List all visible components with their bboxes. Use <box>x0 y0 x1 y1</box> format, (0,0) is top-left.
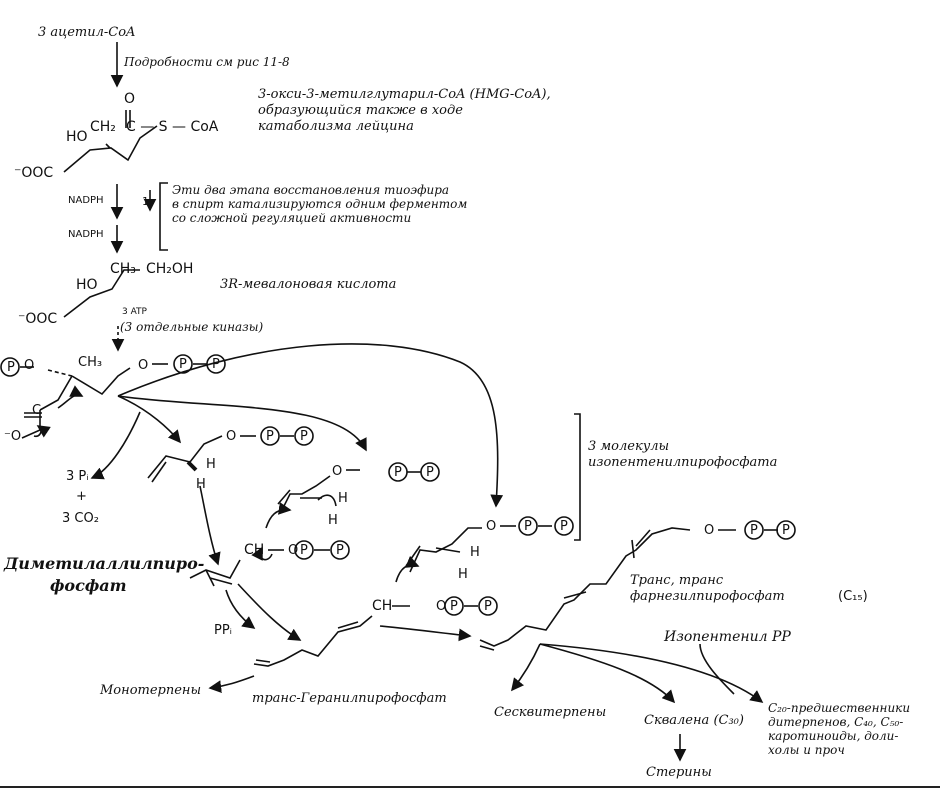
svg-text:O: O <box>288 543 298 558</box>
step-number: 1 <box>142 195 149 208</box>
mevalonate-skeleton <box>63 269 140 318</box>
svg-text:P: P <box>179 357 187 372</box>
hmg-ch2: CH₂ <box>90 119 116 135</box>
arrow-ipp-pp <box>699 643 735 695</box>
dmapp-name-line2: фосфат <box>50 576 127 595</box>
reduction-note-line3: со сложной регуляцией активности <box>172 211 412 225</box>
farnesyl-carbon-count: (C₁₅) <box>838 589 868 604</box>
hmg-ho: HO <box>66 129 88 145</box>
svg-text:O: O <box>332 464 342 479</box>
svg-text:O: O <box>436 599 446 614</box>
hmg-thioester: C — S — CoA <box>126 119 219 135</box>
atp-label: 3 ATP <box>122 307 147 317</box>
arrow-to-ipp-3 <box>117 343 504 508</box>
kinases-label: (3 отдельные киназы) <box>120 320 264 334</box>
ipp-name-label: изопентенилпирофосфата <box>588 455 778 470</box>
intermediate-carbon: C <box>32 403 42 418</box>
sterols-label: Стерины <box>646 765 712 780</box>
svg-text:P: P <box>300 543 308 558</box>
ipp3-hydrogen-a: H <box>470 545 480 560</box>
c20-precursors-line4: холы и проч <box>768 743 845 757</box>
geranyl-pp-label: транс-Геранилпирофосфат <box>252 691 447 706</box>
bottom-rule <box>0 786 940 788</box>
mevalonate-name: 3R-мевалоновая кислота <box>220 277 397 292</box>
ipp1-hydrogen-b: H <box>196 477 206 492</box>
dmapp-name-line1: Диметилаллилпиро- <box>4 554 205 573</box>
nadph-label-1: NADPH <box>68 195 104 206</box>
svg-text:P: P <box>336 543 344 558</box>
svg-text:O: O <box>704 523 714 538</box>
ipp3-hydrogen-b: H <box>458 567 468 582</box>
hmg-caption-line2: образующийся также в ходе <box>258 103 463 118</box>
c20-precursors-line1: C₂₀-предшественники <box>768 701 911 715</box>
ipp2-hydrogen-b: H <box>328 513 338 528</box>
arrow-to-pi <box>90 411 141 480</box>
farnesyl-name-line1: Транс, транс <box>630 573 724 588</box>
farnesyl-name-line2: фарнезилпирофосфат <box>630 589 785 604</box>
mevalonate-ho: HO <box>76 277 98 293</box>
hmg-caption-line1: 3-окси-3-метилглутарил-CoA (HMG-CoA), <box>258 87 551 102</box>
mevalonate-ch2oh: CH₂OH <box>146 261 194 277</box>
mevalonate-ch3: CH₃ <box>110 261 136 277</box>
svg-text:P: P <box>212 357 220 372</box>
arrow-to-monoterpenes <box>208 675 255 693</box>
ipp-count-label: 3 молекулы <box>588 439 670 454</box>
svg-text:P: P <box>524 519 532 534</box>
mevalonate-carboxylate: ⁻OOC <box>18 311 58 327</box>
svg-text:P: P <box>426 465 434 480</box>
svg-text:O: O <box>138 358 148 373</box>
intermediate-ch3: CH₃ <box>78 355 103 370</box>
arrow-to-ppi <box>225 589 256 629</box>
arrow-geranyl-to-farnesyl <box>379 625 472 642</box>
hmg-skeleton <box>63 125 158 173</box>
svg-text:P: P <box>782 523 790 538</box>
acetyl-coa-label: 3 ацетил-CoA <box>38 25 136 40</box>
dmapp-ch: CH <box>244 542 265 558</box>
squalene-label: Скваленa (C₃₀) <box>644 713 744 728</box>
svg-text:O: O <box>486 519 496 534</box>
ipp2-hydrogen-a: H <box>338 491 348 506</box>
arrow-to-dmapp <box>199 485 221 566</box>
svg-text:P: P <box>560 519 568 534</box>
ppi-label: PPᵢ <box>214 623 233 638</box>
intermediate-o-minus: ⁻O <box>4 429 22 444</box>
sesquiterpenes-label: Сесквитерпены <box>494 705 607 720</box>
hmg-caption-line3: катаболизма лейцина <box>258 119 414 134</box>
svg-text:P: P <box>750 523 758 538</box>
arrow-to-geranyl <box>237 583 302 641</box>
svg-text:P: P <box>7 360 15 375</box>
ipp1-hydrogen-a: H <box>206 457 216 472</box>
intermediate-oxygen: O <box>24 358 35 373</box>
monoterpenes-label: Монотерпены <box>100 683 202 698</box>
phosphate-byproduct: 3 Pᵢ <box>66 469 89 484</box>
reduction-note-line2: в спирт катализируются одним ферментом <box>172 197 468 211</box>
svg-text:O: O <box>226 429 236 444</box>
plus-sign: + <box>76 489 87 504</box>
arrow-to-ipp-2 <box>117 395 367 452</box>
hmg-oxo: O <box>124 91 136 107</box>
svg-text:P: P <box>450 599 458 614</box>
arrow-to-squalene <box>539 643 676 704</box>
svg-text:P: P <box>484 599 492 614</box>
c20-precursors-line2: дитерпенов, C₄₀, C₅₀- <box>768 715 904 729</box>
reduction-note-line1: Эти два этапа восстановления тиоэфира <box>172 183 450 197</box>
c20-precursors-line3: каротиноиды, доли- <box>768 729 899 743</box>
co2-byproduct: 3 CO₂ <box>62 511 99 526</box>
arrow-to-c20 <box>539 643 764 703</box>
arrow-to-ipp-1 <box>117 395 182 444</box>
ipp-pp-label: Изопентенил PP <box>664 629 791 645</box>
arrow-to-sesquiterpenes <box>511 643 541 692</box>
bracket-reduction <box>159 182 168 251</box>
geranyl-ch: CH <box>372 598 393 614</box>
details-reference: Подробности см рис 11-8 <box>124 55 290 69</box>
nadph-label-2: NADPH <box>68 229 104 240</box>
svg-text:P: P <box>266 429 274 444</box>
hmg-carboxylate: ⁻OOC <box>14 165 54 181</box>
svg-text:P: P <box>394 465 402 480</box>
svg-text:P: P <box>300 429 308 444</box>
